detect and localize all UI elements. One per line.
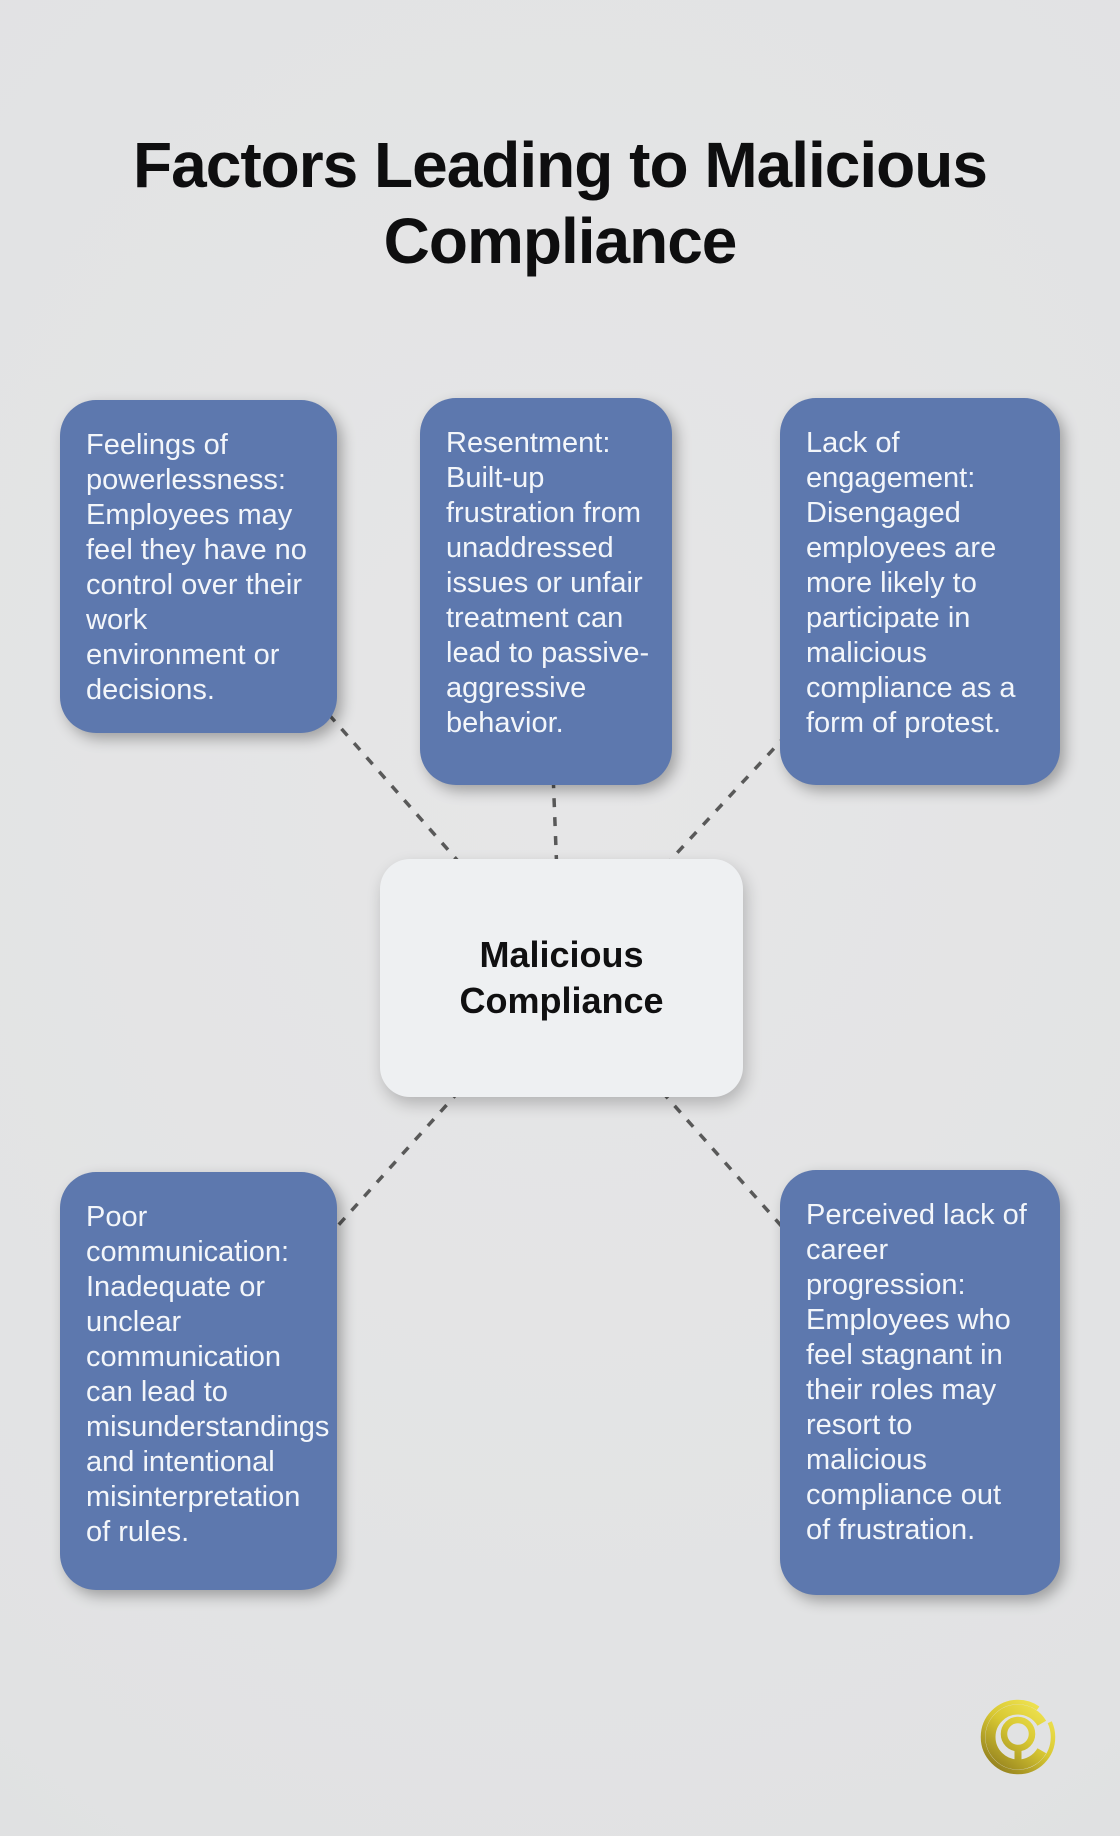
center-node-malicious-compliance: Malicious Compliance (380, 859, 743, 1097)
page-title: Factors Leading to Malicious Compliance (133, 128, 988, 277)
factor-text: Perceived lack of career progression: Em… (806, 1199, 1027, 1546)
logo-q-ring (1000, 1716, 1036, 1752)
logo-outer-ring (980, 1699, 1056, 1775)
factor-box-feelings-of-powerlessness: Feelings of powerlessness: Employees may… (60, 400, 337, 733)
factor-text: Poor communication: Inadequate or unclea… (86, 1201, 330, 1548)
factor-box-poor-communication: Poor communication: Inadequate or unclea… (60, 1172, 337, 1590)
connector-line (559, 976, 922, 1384)
brand-logo-icon (980, 1699, 1056, 1775)
factor-box-perceived-lack-of-career-progression: Perceived lack of career progression: Em… (780, 1170, 1060, 1595)
center-node-label: Malicious Compliance (459, 934, 664, 1021)
factor-text: Feelings of powerlessness: Employees may… (86, 429, 307, 706)
factor-box-resentment: Resentment: Built-up frustration from un… (420, 398, 672, 785)
factor-box-lack-of-engagement: Lack of engagement: Disengaged employees… (780, 398, 1060, 785)
factor-text: Resentment: Built-up frustration from un… (446, 427, 650, 739)
connector-line (196, 976, 563, 1383)
factor-text: Lack of engagement: Disengaged employees… (806, 427, 1016, 739)
